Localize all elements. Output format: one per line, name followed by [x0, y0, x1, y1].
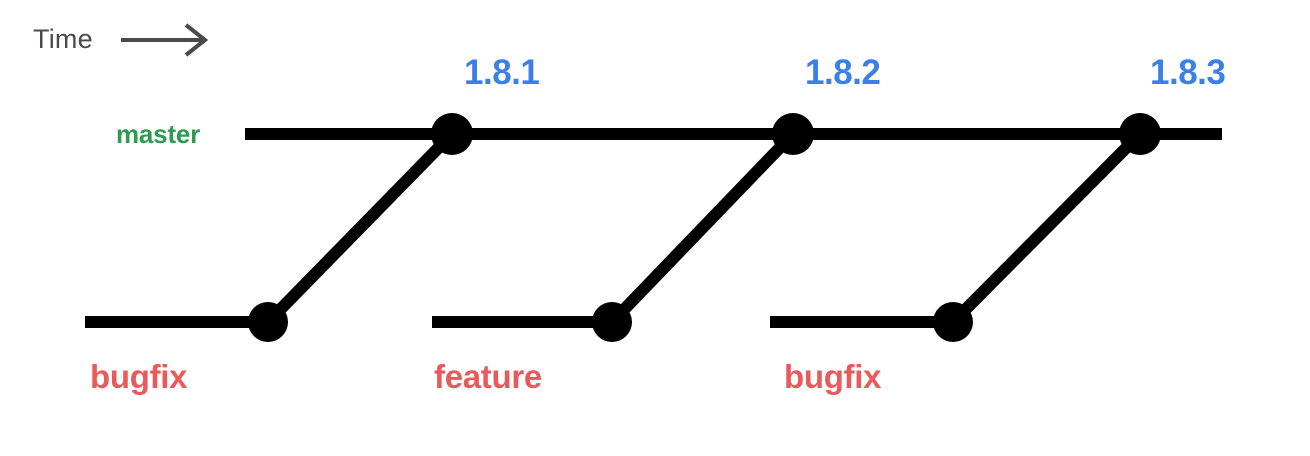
version-tag-181: 1.8.1: [464, 53, 540, 92]
time-axis-label: Time: [33, 24, 93, 54]
merge-node-181[interactable]: [431, 113, 473, 155]
version-tag-183: 1.8.3: [1150, 53, 1226, 92]
branch-label-feature: feature: [434, 358, 542, 395]
merge-node-182[interactable]: [772, 113, 814, 155]
branch-tip-node-bugfix-2[interactable]: [933, 302, 973, 342]
branch-label-bugfix-1: bugfix: [90, 358, 188, 395]
version-tag-182: 1.8.2: [805, 53, 881, 92]
merge-line-bugfix-to-181: [263, 129, 457, 327]
merge-line-bugfix-to-183: [948, 129, 1145, 327]
branch-tip-node-feature[interactable]: [592, 302, 632, 342]
time-arrow-icon: [121, 23, 209, 57]
branch-tip-node-bugfix-1[interactable]: [248, 302, 288, 342]
master-branch-label: master: [116, 119, 201, 149]
merge-node-183[interactable]: [1119, 113, 1161, 155]
branch-label-bugfix-2: bugfix: [784, 358, 882, 395]
merge-line-feature-to-182: [607, 129, 798, 327]
